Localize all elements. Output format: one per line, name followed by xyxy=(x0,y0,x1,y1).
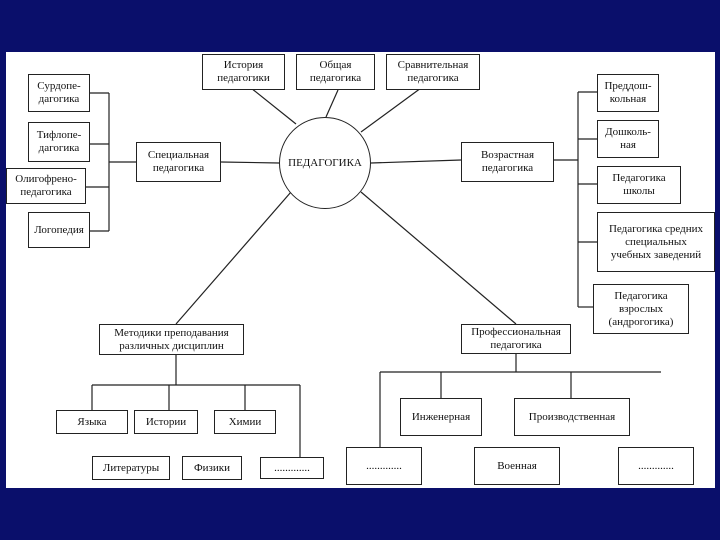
diagram-slide: ПЕДАГОГИКА История педагогики Общая педа… xyxy=(6,52,715,488)
method-other-box: ............. xyxy=(260,457,324,479)
age-pedagogy-box: Возрастная педагогика xyxy=(461,142,554,182)
preschool-early-box: Преддош- кольная xyxy=(597,74,659,112)
teaching-methods-box: Методики преподавания различных дисципли… xyxy=(99,324,244,355)
method-language-box: Языка xyxy=(56,410,128,434)
method-chemistry-box: Химии xyxy=(214,410,276,434)
school-pedagogy-box: Педагогика школы xyxy=(597,166,681,204)
preschool-box: Дошколь- ная xyxy=(597,120,659,158)
secondary-special-pedagogy-box: Педагогика средних специальных учебных з… xyxy=(597,212,715,272)
professional-other-box-2: ............. xyxy=(618,447,694,485)
military-pedagogy-box: Военная xyxy=(474,447,560,485)
comparative-pedagogy-box: Сравнительная педагогика xyxy=(386,54,480,90)
method-literature-box: Литературы xyxy=(92,456,170,480)
general-pedagogy-box: Общая педагогика xyxy=(296,54,375,90)
center-circle-pedagogy: ПЕДАГОГИКА xyxy=(279,117,371,209)
industrial-pedagogy-box: Производственная xyxy=(514,398,630,436)
tiflopedagogy-box: Тифлопе- дагогика xyxy=(28,122,90,162)
connector-lines xyxy=(86,87,661,457)
engineering-pedagogy-box: Инженерная xyxy=(400,398,482,436)
oligophrenopedagogy-box: Олигофрено- педагогика xyxy=(6,168,86,204)
history-of-pedagogy-box: История педагогики xyxy=(202,54,285,90)
professional-other-box-1: ............. xyxy=(346,447,422,485)
method-history-box: Истории xyxy=(134,410,198,434)
professional-pedagogy-box: Профессиональная педагогика xyxy=(461,324,571,354)
surdopedagogy-box: Сурдопе- дагогика xyxy=(28,74,90,112)
special-pedagogy-box: Специальная педагогика xyxy=(136,142,221,182)
adult-pedagogy-box: Педагогика взрослых (андрогогика) xyxy=(593,284,689,334)
logopedia-box: Логопедия xyxy=(28,212,90,248)
method-physics-box: Физики xyxy=(182,456,242,480)
